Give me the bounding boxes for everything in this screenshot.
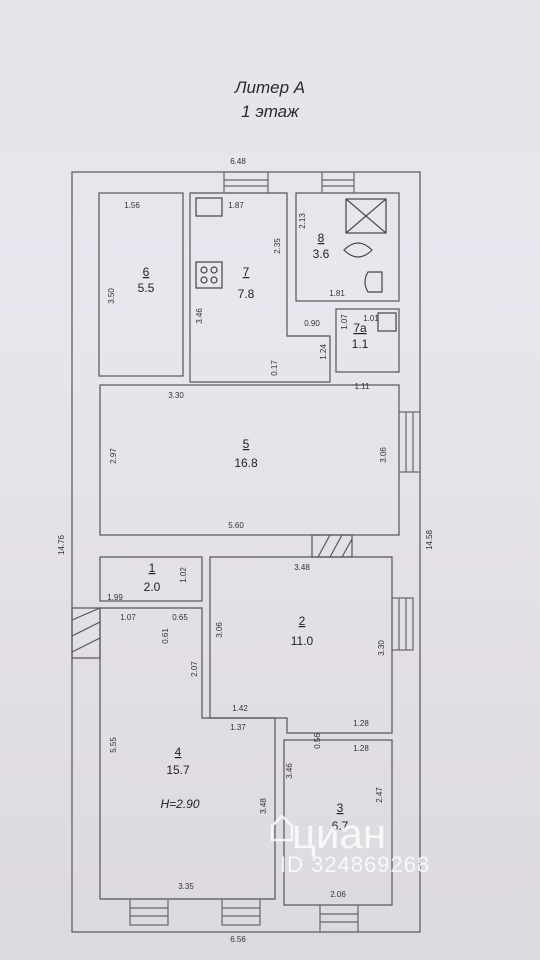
dim: 1.02 — [179, 567, 188, 583]
dim: 1.07 — [120, 613, 136, 622]
fixtures — [195, 197, 397, 332]
window — [319, 904, 359, 933]
watermark-listing-id: ID 324869268 — [280, 852, 431, 877]
room-1-outline — [99, 556, 203, 602]
dim: 2.97 — [109, 448, 118, 464]
dim: 1.11 — [355, 382, 371, 391]
windows — [129, 171, 421, 933]
washbasin-icon — [343, 242, 373, 258]
dim: 3.35 — [178, 882, 194, 891]
window — [221, 898, 261, 926]
room-6-outline — [98, 192, 184, 377]
dim: 2.06 — [330, 890, 346, 899]
room-area: 1.1 — [352, 337, 369, 351]
plan-title: Литер А — [234, 78, 306, 97]
room-number: 7 — [243, 265, 250, 279]
dim: 1.07 — [340, 314, 349, 330]
dim: 3.30 — [377, 640, 386, 656]
dim: 0.65 — [172, 613, 188, 622]
dim: 3.46 — [195, 308, 204, 324]
plan-subtitle: 1 этаж — [241, 102, 299, 121]
shower-icon — [345, 198, 387, 234]
dim: 1.24 — [319, 344, 328, 360]
room-7-outline — [189, 192, 331, 383]
entrance-door — [71, 607, 101, 659]
dim: 2.13 — [298, 213, 307, 229]
dim: 6.48 — [230, 157, 246, 166]
cian-house-icon — [270, 814, 294, 842]
dim: 0.56 — [313, 733, 322, 749]
sink-icon — [195, 197, 223, 217]
dim: 6.56 — [230, 935, 246, 944]
room-4-outline — [99, 607, 276, 900]
dim: 1.42 — [232, 704, 248, 713]
door-openings — [71, 534, 353, 659]
room-area: 6.7 — [332, 819, 349, 833]
room-area: 16.8 — [234, 456, 258, 470]
dim: 2.47 — [375, 787, 384, 803]
room-area: 5.5 — [138, 281, 155, 295]
dim: 3.48 — [294, 563, 310, 572]
window — [391, 597, 414, 651]
dimension-labels: 6.48 6.56 14.76 14.58 1.56 3.50 1.87 3.4… — [57, 157, 434, 944]
ceiling-height: Н=2.90 — [160, 797, 199, 811]
dim: 3.06 — [379, 447, 388, 463]
room-area: 2.0 — [144, 580, 161, 594]
window — [129, 898, 169, 926]
room-labels: 6 5.5 7 7.8 8 3.6 7a 1.1 5 16.8 1 2.0 2 … — [138, 231, 369, 833]
room-area: 15.7 — [166, 763, 190, 777]
dim: 1.99 — [107, 593, 123, 602]
window — [398, 411, 421, 473]
doorway — [311, 534, 353, 558]
room-area: 11.0 — [291, 634, 314, 648]
room-number: 6 — [143, 265, 150, 279]
room-number: 2 — [299, 614, 306, 628]
watermark-brand: циан — [292, 810, 387, 857]
dim: 5.55 — [109, 737, 118, 753]
room-number: 8 — [318, 231, 325, 245]
dim: 0.90 — [304, 319, 320, 328]
dim: 2.35 — [273, 238, 282, 254]
dim: 3.30 — [168, 391, 184, 400]
dim: 1.01 — [363, 314, 379, 323]
room-number: 3 — [337, 801, 344, 815]
dim: 2.07 — [190, 661, 199, 677]
dim: 1.37 — [230, 723, 246, 732]
stove-icon — [195, 261, 223, 289]
room-number: 7a — [353, 321, 367, 335]
room-7a-outline — [335, 308, 400, 373]
dim: 1.87 — [228, 201, 244, 210]
room-area: 3.6 — [313, 247, 330, 261]
dim: 3.50 — [107, 288, 116, 304]
heater-icon — [377, 312, 397, 332]
window — [223, 171, 269, 194]
dim: 1.56 — [124, 201, 140, 210]
room-number: 5 — [243, 437, 250, 451]
dim: 3.06 — [215, 622, 224, 638]
dim: 0.61 — [161, 628, 170, 644]
dim: 1.28 — [353, 744, 369, 753]
dim: 1.81 — [329, 289, 345, 298]
dim: 14.58 — [425, 529, 434, 550]
window — [321, 171, 355, 194]
room-area: 7.8 — [238, 287, 255, 301]
dim: 14.76 — [57, 534, 66, 555]
room-number: 1 — [149, 561, 156, 575]
dim: 3.48 — [259, 798, 268, 814]
dim: 3.46 — [285, 763, 294, 779]
dim: 1.28 — [353, 719, 369, 728]
room-number: 4 — [175, 745, 182, 759]
dim: 0.17 — [270, 360, 279, 376]
toilet-icon — [364, 271, 383, 293]
dim: 5.60 — [228, 521, 244, 530]
